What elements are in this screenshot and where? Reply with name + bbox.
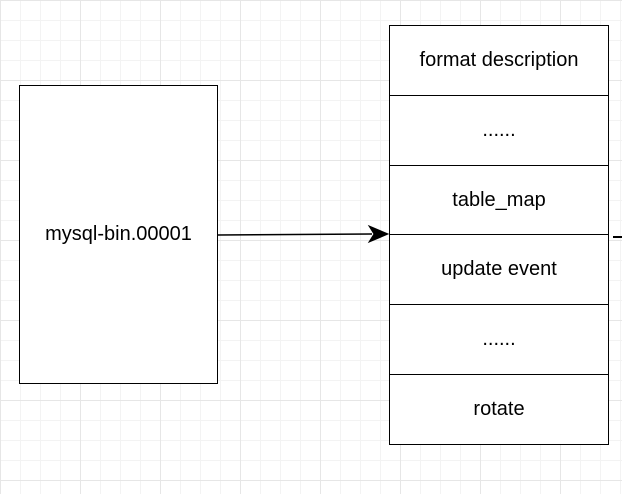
- event-cell-table-map: table_map: [390, 166, 608, 236]
- arrow-line: [217, 233, 373, 236]
- binlog-file-label: mysql-bin.00001: [45, 223, 192, 245]
- event-list: format description ...... table_map upda…: [389, 25, 609, 445]
- event-label: ......: [482, 328, 516, 351]
- edge-connector-stub: [613, 236, 622, 238]
- event-cell-ellipsis: ......: [390, 96, 608, 166]
- event-label: format description: [419, 48, 579, 71]
- event-cell-ellipsis: ......: [390, 305, 608, 376]
- event-label: table_map: [452, 188, 546, 211]
- event-cell-update-event: update event: [390, 235, 608, 306]
- binlog-file-box: mysql-bin.00001: [19, 85, 218, 384]
- event-label: update event: [441, 258, 557, 281]
- event-cell-format-description: format description: [390, 26, 608, 96]
- event-label: rotate: [473, 398, 525, 421]
- event-label: ......: [482, 118, 516, 141]
- arrowhead-icon: [367, 224, 390, 244]
- event-cell-rotate: rotate: [390, 375, 608, 444]
